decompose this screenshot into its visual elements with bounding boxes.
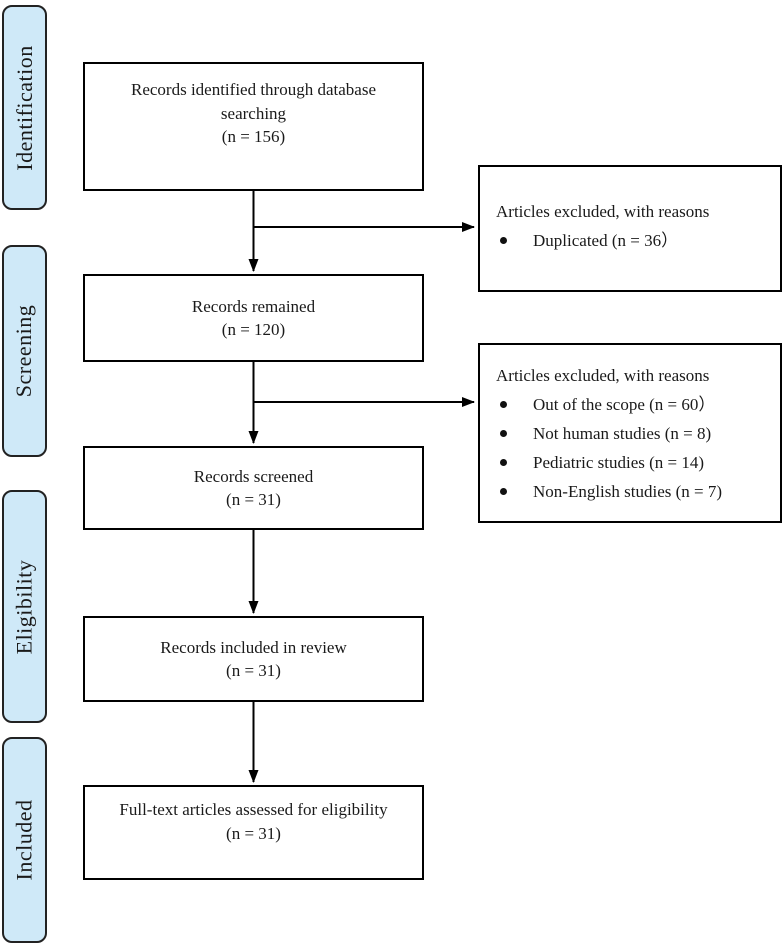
exclusion-reason-text: Not human studies (n = 8) bbox=[533, 424, 712, 443]
flow-box-title: Records screened bbox=[193, 466, 314, 486]
bullet-icon bbox=[500, 237, 507, 244]
exclusion-title: Articles excluded, with reasons bbox=[496, 366, 710, 385]
flow-box-count: (n = 31) bbox=[226, 823, 281, 843]
exclusion-reason-item: Duplicated (n = 36） bbox=[500, 230, 774, 251]
exclusion-reason-text: Non-English studies (n = 7) bbox=[533, 482, 723, 501]
stage-label-text: Eligibility bbox=[11, 559, 37, 654]
exclusion-reason-list: Out of the scope (n = 60） Not human stud… bbox=[480, 394, 780, 502]
flow-box-count: (n = 120) bbox=[221, 320, 286, 339]
exclusion-reason-text: Duplicated (n = 36） bbox=[533, 231, 679, 250]
flow-box-title: Records included in review bbox=[160, 637, 347, 657]
exclusion-box-screening-reasons: Articles excluded, with reasons Out of t… bbox=[478, 343, 782, 523]
flow-box-fulltext-assessed: Full-text articles assessed for eligibil… bbox=[83, 785, 424, 880]
exclusion-reason-item: Not human studies (n = 8) bbox=[500, 423, 774, 444]
flow-box-records-remained: Records remained (n = 120) bbox=[83, 274, 424, 362]
exclusion-reason-item: Out of the scope (n = 60） bbox=[500, 394, 774, 415]
flow-box-count: (n = 156) bbox=[221, 127, 286, 147]
stage-label-text: Included bbox=[11, 799, 37, 881]
flow-box-count: (n = 31) bbox=[226, 490, 281, 509]
flow-box-records-screened: Records screened (n = 31) bbox=[83, 446, 424, 530]
stage-label-text: Screening bbox=[11, 304, 37, 398]
exclusion-reason-list: Duplicated (n = 36） bbox=[480, 230, 780, 251]
bullet-icon bbox=[500, 430, 507, 437]
stage-label-screening: Screening bbox=[2, 245, 47, 457]
exclusion-reason-item: Non-English studies (n = 7) bbox=[500, 481, 774, 502]
stage-label-identification: Identification bbox=[2, 5, 47, 210]
exclusion-reason-text: Out of the scope (n = 60） bbox=[533, 395, 716, 414]
flow-box-count: (n = 31) bbox=[226, 661, 281, 680]
exclusion-box-duplicates: Articles excluded, with reasons Duplicat… bbox=[478, 165, 782, 292]
exclusion-reason-text: Pediatric studies (n = 14) bbox=[533, 453, 705, 472]
exclusion-title: Articles excluded, with reasons bbox=[496, 202, 710, 221]
flow-box-title: Records remained bbox=[191, 296, 316, 316]
exclusion-reason-item: Pediatric studies (n = 14) bbox=[500, 452, 774, 473]
bullet-icon bbox=[500, 459, 507, 466]
stage-label-text: Identification bbox=[11, 44, 37, 171]
stage-label-eligibility: Eligibility bbox=[2, 490, 47, 723]
flow-box-title: Records identified through database sear… bbox=[130, 80, 376, 123]
stage-label-included: Included bbox=[2, 737, 47, 943]
flow-box-records-included-review: Records included in review (n = 31) bbox=[83, 616, 424, 702]
bullet-icon bbox=[500, 488, 507, 495]
flow-box-records-identified: Records identified through database sear… bbox=[83, 62, 424, 191]
flow-box-title: Full-text articles assessed for eligibil… bbox=[119, 800, 388, 820]
bullet-icon bbox=[500, 401, 507, 408]
